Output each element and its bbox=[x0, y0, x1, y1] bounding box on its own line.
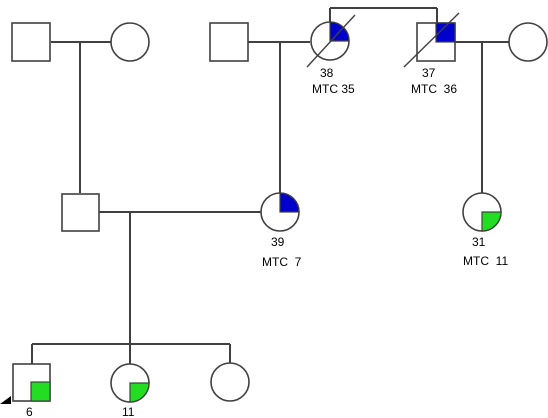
age-label-38: 38 bbox=[320, 66, 334, 80]
female-symbol-grandmother-left bbox=[110, 22, 150, 62]
female-symbol-39 bbox=[260, 192, 300, 232]
note-label-38: MTC 35 bbox=[312, 82, 355, 96]
green-quadrant-fill bbox=[481, 211, 502, 232]
female-symbol-11 bbox=[110, 363, 150, 403]
female-symbol-sibling bbox=[210, 362, 250, 402]
deceased-slash bbox=[403, 12, 460, 68]
note-label-31: MTC 11 bbox=[463, 254, 508, 268]
note-label-39: MTC 7 bbox=[262, 255, 302, 269]
blue-quadrant-fill bbox=[279, 192, 300, 213]
green-quadrant-fill bbox=[129, 382, 150, 403]
proband-arrow-icon bbox=[0, 396, 11, 404]
male-symbol-grandfather-mid bbox=[209, 22, 249, 62]
age-label-39: 39 bbox=[271, 235, 285, 249]
female-symbol-31 bbox=[462, 192, 502, 232]
age-label-31: 31 bbox=[472, 235, 486, 249]
pedigree-lines bbox=[31, 7, 510, 364]
age-label-6: 6 bbox=[26, 405, 33, 418]
male-symbol-37 bbox=[403, 12, 460, 68]
female-symbol-38 bbox=[306, 14, 356, 68]
male-symbol-father bbox=[61, 193, 100, 232]
male-symbol-grandfather-left bbox=[11, 22, 51, 62]
deceased-slash bbox=[306, 14, 356, 68]
note-label-37: MTC 36 bbox=[411, 82, 457, 96]
male-symbol-proband-6 bbox=[0, 363, 51, 404]
female-symbol-grandmother-right bbox=[508, 22, 548, 62]
green-quadrant-fill bbox=[30, 381, 51, 402]
age-label-11: 11 bbox=[122, 405, 135, 418]
age-label-37: 37 bbox=[422, 66, 436, 80]
blue-quadrant-fill bbox=[435, 22, 456, 43]
